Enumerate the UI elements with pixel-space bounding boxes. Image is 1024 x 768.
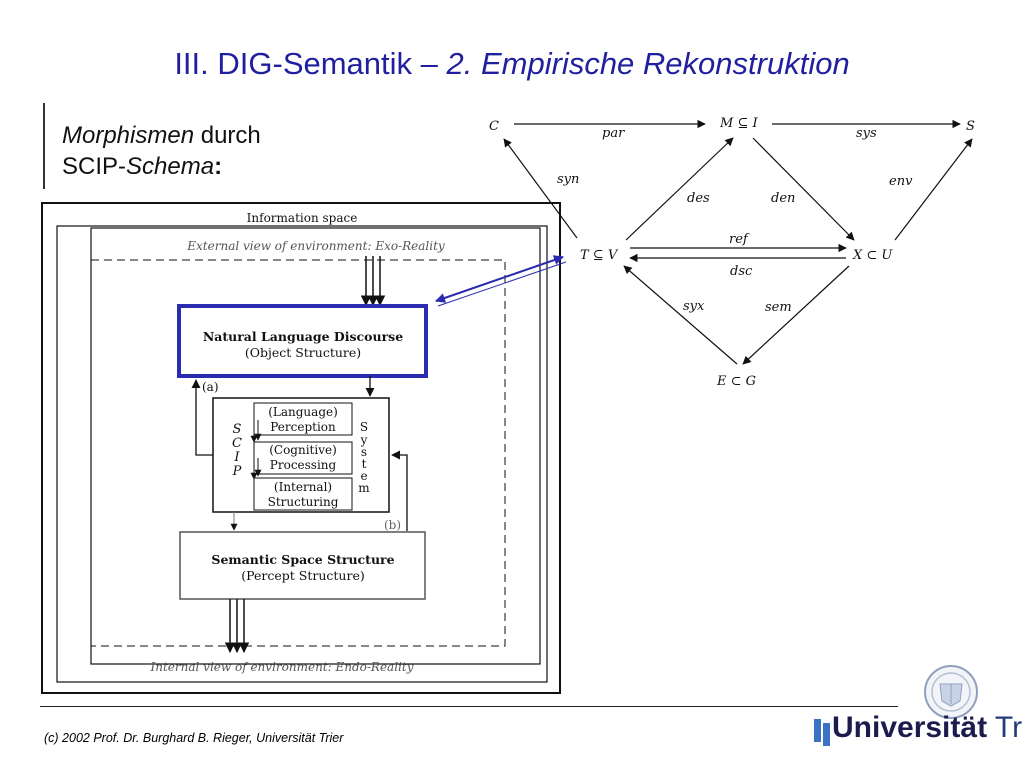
endo-reality-frame	[90, 259, 506, 647]
node-c: C	[489, 119, 499, 134]
label-b: (b)	[384, 518, 401, 532]
processing-label-1: (Cognitive)	[269, 443, 337, 457]
endo-reality-label: Internal view of environment: Endo-Reali…	[150, 660, 414, 674]
label-des: des	[687, 191, 710, 206]
svg-text:e: e	[360, 469, 367, 483]
svg-text:t: t	[362, 457, 367, 471]
processing-label-2: Processing	[270, 458, 337, 472]
perception-label-1: (Language)	[268, 405, 338, 419]
right-morphism-diagram	[503, 119, 973, 365]
edge-sem	[742, 265, 850, 365]
logo-bar-1	[814, 719, 821, 742]
edge-syn	[503, 138, 578, 239]
label-dsc: dsc	[730, 264, 753, 279]
label-syx: syx	[683, 299, 705, 314]
svg-text:I: I	[233, 450, 240, 465]
subtitle-bar	[43, 103, 45, 189]
structuring-box	[253, 477, 353, 511]
edge-des	[625, 137, 734, 241]
sss-subtitle: (Percept Structure)	[241, 568, 364, 583]
subtitle: Morphismen durch SCIP-Schema:	[62, 122, 261, 180]
perception-label-2: Perception	[270, 420, 336, 434]
system-letters: S y s t e m	[358, 420, 370, 495]
structuring-label-2: Structuring	[268, 495, 339, 509]
svg-text:S: S	[233, 422, 242, 437]
svg-text:P: P	[232, 464, 242, 479]
sss-box	[179, 531, 426, 600]
node-s: S	[966, 119, 975, 134]
node-t: T ⊆ V	[580, 248, 619, 263]
footer-copyright: (c) 2002 Prof. Dr. Burghard B. Rieger, U…	[44, 731, 344, 745]
svg-text:m: m	[358, 481, 370, 495]
information-space-label: Information space	[247, 211, 358, 225]
node-x: X ⊂ U	[852, 248, 893, 263]
outer-reality-frame	[56, 225, 548, 683]
university-seal	[924, 665, 978, 719]
scip-letters: S C I P	[232, 422, 242, 479]
exo-reality-frame	[90, 227, 541, 665]
logo-bar-2	[823, 723, 830, 746]
highlight-connector	[435, 255, 567, 307]
svg-text:y: y	[360, 433, 368, 447]
edge-syx	[623, 265, 738, 365]
information-space-frame	[41, 202, 561, 694]
footer-divider	[40, 706, 898, 707]
svg-text:s: s	[361, 445, 367, 459]
svg-text:C: C	[232, 436, 242, 451]
label-ref: ref	[729, 232, 750, 247]
label-den: den	[771, 191, 795, 206]
nld-title: Natural Language Discourse	[203, 329, 403, 344]
node-e: E ⊂ G	[716, 374, 756, 389]
processing-box	[253, 441, 353, 475]
university-logo-text: Universität Trier	[832, 711, 1024, 744]
nld-subtitle: (Object Structure)	[245, 345, 361, 360]
label-env: env	[889, 174, 913, 189]
exo-reality-label: External view of environment: Exo-Realit…	[186, 239, 445, 253]
node-m: M ⊆ I	[719, 116, 758, 131]
edge-env	[894, 138, 973, 241]
perception-box	[253, 402, 353, 436]
nld-box	[177, 304, 428, 378]
label-sys: sys	[856, 126, 877, 141]
label-a: (a)	[202, 380, 219, 394]
structuring-label-1: (Internal)	[274, 480, 332, 494]
sss-title: Semantic Space Structure	[211, 552, 394, 567]
scip-system-box	[212, 397, 390, 513]
label-par: par	[602, 126, 625, 141]
label-sem: sem	[765, 300, 792, 315]
svg-text:S: S	[360, 420, 368, 434]
edge-den	[752, 137, 855, 241]
left-scip-diagram	[41, 202, 561, 694]
label-syn: syn	[557, 172, 579, 187]
slide-title: III. DIG-Semantik – 2. Empirische Rekons…	[174, 46, 850, 81]
